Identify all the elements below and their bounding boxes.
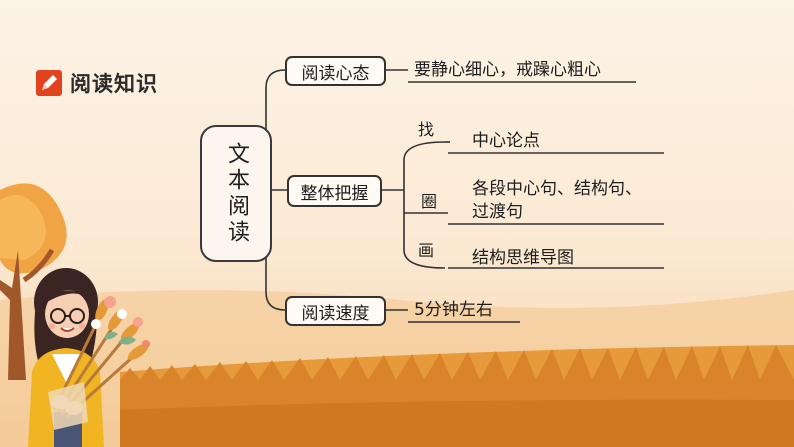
- mindmap-root: 文本阅读: [200, 125, 272, 262]
- leaf-structure-map: 结构思维导图: [472, 248, 574, 268]
- branch-label: 阅读速度: [301, 303, 370, 324]
- leaf-central-argument: 中心论点: [472, 131, 540, 151]
- leaf-speed: 5分钟左右: [414, 300, 493, 320]
- pencil-icon: [36, 70, 62, 96]
- branch-node-speed: 阅读速度: [285, 296, 386, 326]
- branch-node-mindset: 阅读心态: [285, 56, 386, 86]
- root-label: 文本阅读: [224, 141, 249, 246]
- girl-with-flowers-illustration: [28, 268, 150, 447]
- leaf-mindset: 要静心细心，戒躁心粗心: [414, 60, 601, 80]
- section-title: 阅读知识: [70, 72, 158, 96]
- leaf-key-sentences-line2: 过渡句: [472, 202, 523, 222]
- verb-draw: 画: [418, 241, 435, 260]
- branch-label: 阅读心态: [301, 63, 370, 84]
- leaf-key-sentences-line1: 各段中心句、结构句、: [472, 179, 642, 199]
- verb-circle: 圈: [421, 192, 438, 211]
- autumn-tree: [0, 183, 67, 380]
- section-heading: 阅读知识: [36, 68, 158, 98]
- branch-node-overall: 整体把握: [287, 175, 382, 207]
- verb-find: 找: [418, 120, 435, 139]
- branch-label: 整体把握: [300, 183, 369, 204]
